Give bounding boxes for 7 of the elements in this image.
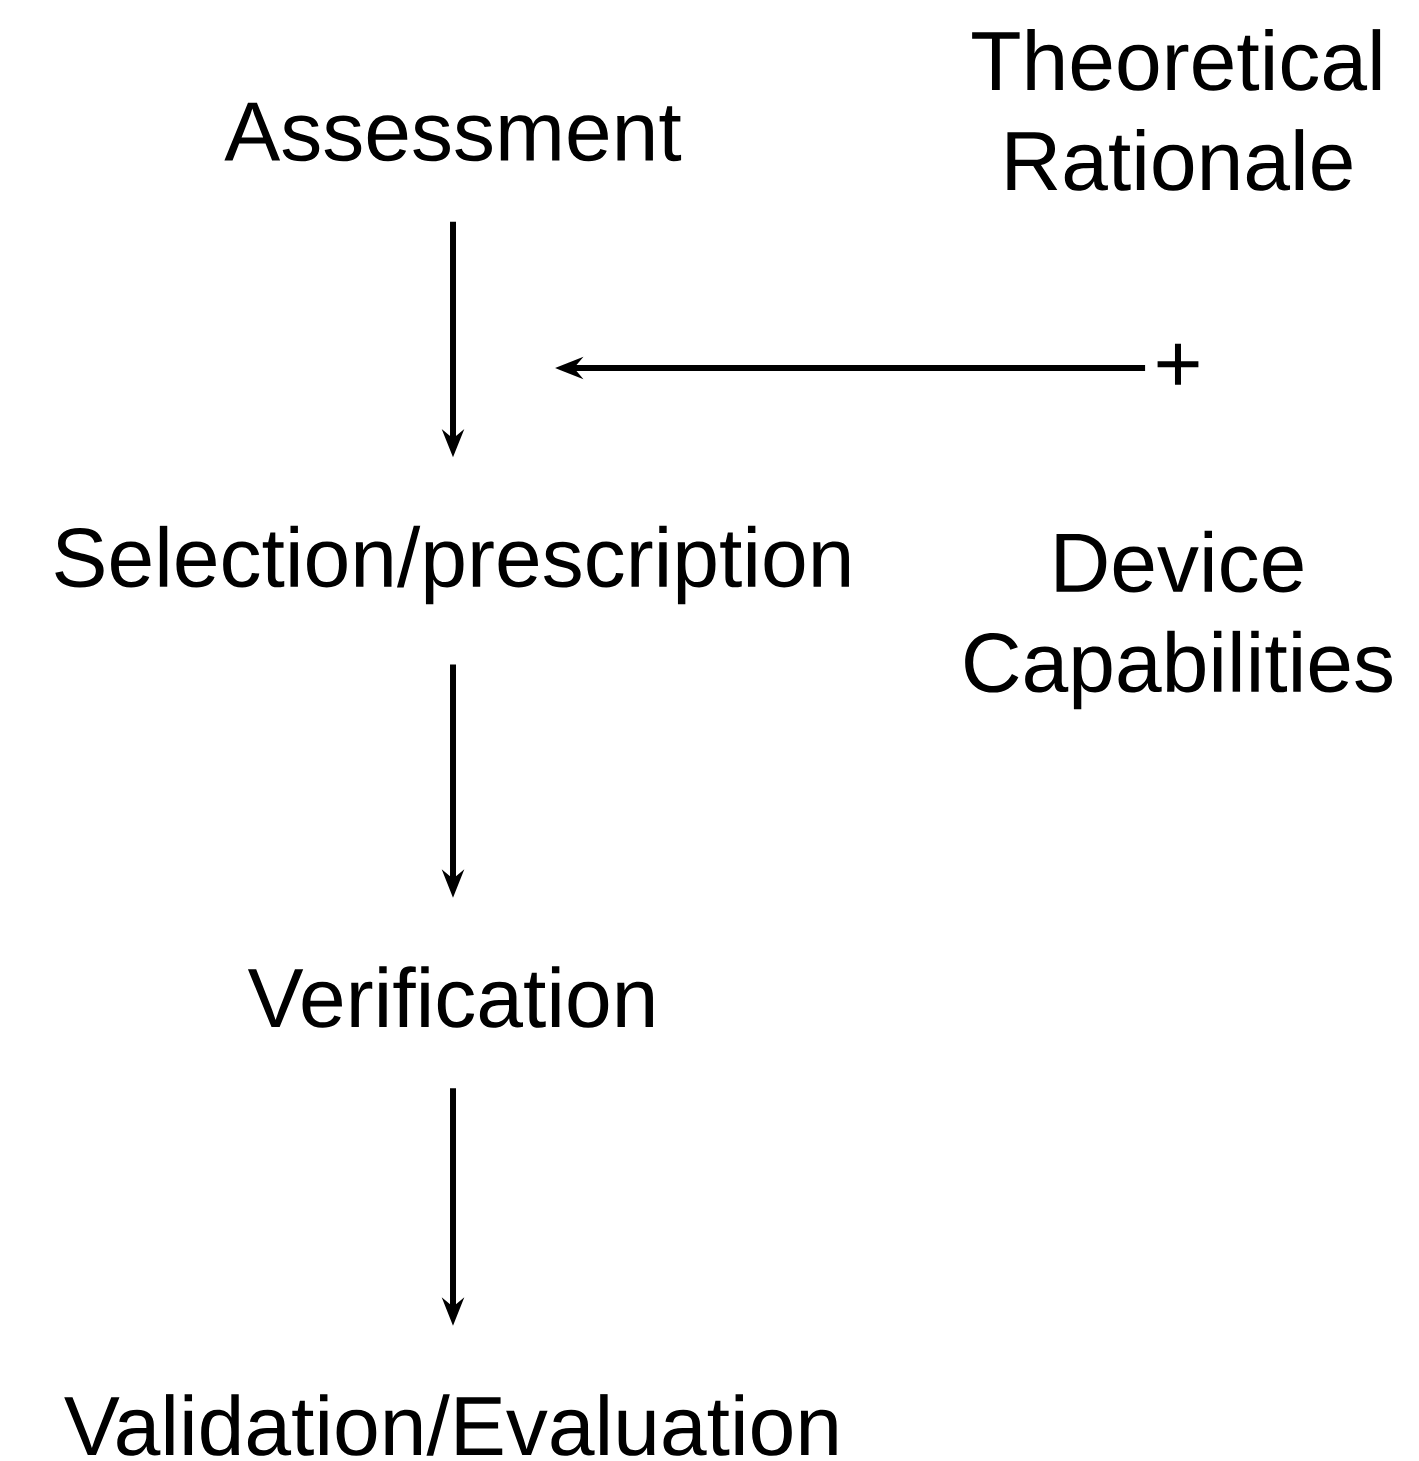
step-label: Assessment: [224, 102, 682, 162]
step-label: Validation/Evaluation: [64, 1394, 837, 1456]
step-label: Verification: [247, 966, 653, 1028]
step-label: Theoretical Rationale: [972, 29, 1381, 191]
step-label: Selection/prescription: [55, 525, 849, 605]
step-label: Device Capabilities: [965, 530, 1392, 710]
step-label: +: [1157, 343, 1199, 385]
